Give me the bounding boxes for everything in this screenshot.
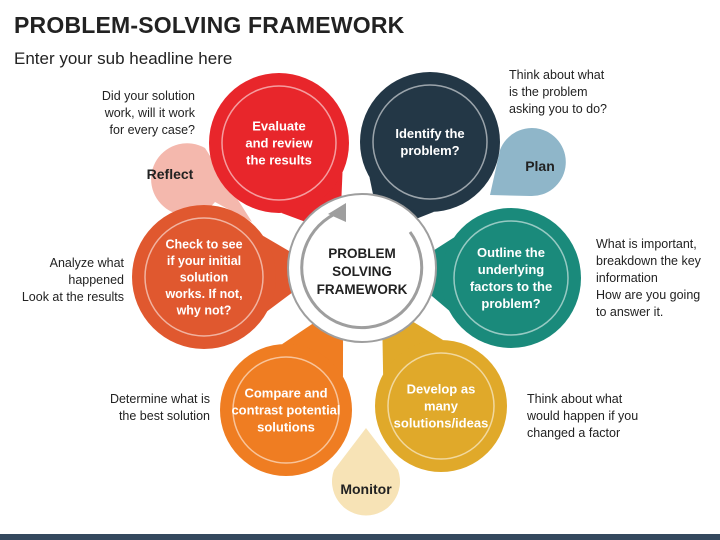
center-line-3: FRAMEWORK [317, 282, 408, 297]
step-check-text-line: Check to see [165, 237, 242, 251]
note-develop: Think about what would happen if you cha… [527, 392, 639, 440]
step-compare-text-line: Compare and [244, 386, 327, 401]
step-compare-inner [232, 356, 340, 464]
step-check: Check to see if your initial solution works… [132, 205, 323, 349]
step-check-text-line: why not? [176, 303, 232, 317]
step-develop-text-line: solutions/ideas [394, 416, 489, 431]
center-line-1: PROBLEM [328, 246, 396, 261]
note-identify: Think about what is the problem asking y… [509, 68, 607, 116]
drop-reflect-label: Reflect [147, 166, 194, 182]
center-hub: PROBLEM SOLVING FRAMEWORK [287, 193, 437, 343]
step-develop-inner [387, 352, 495, 460]
note-compare: Determine what is the best solution [109, 392, 210, 423]
step-develop-text-line: many [424, 399, 459, 414]
step-evaluate-text-line: the results [246, 153, 312, 168]
step-evaluate-inner [221, 85, 337, 201]
page-title: PROBLEM-SOLVING FRAMEWORK [14, 12, 405, 38]
note-outline: What is important, breakdown the key inf… [596, 237, 701, 319]
drop-monitor: Monitor [332, 428, 400, 516]
step-compare-text-line: contrast potential [231, 403, 340, 418]
step-compare: Compare and contrast potential solutions [220, 303, 352, 476]
bottom-bar [0, 534, 720, 540]
drop-plan-label: Plan [525, 158, 555, 174]
step-outline-inner [453, 220, 569, 336]
drop-monitor-shape [332, 428, 400, 516]
step-identify-text-line: problem? [400, 143, 459, 158]
step-outline-text-line: Outline the [477, 245, 545, 260]
step-compare-text-line: solutions [257, 420, 315, 435]
drop-reflect: Reflect [147, 143, 252, 222]
step-check-text-line: works. If not, [164, 287, 242, 301]
note-evaluate: Did your solution work, will it work for… [101, 89, 195, 137]
center-line-2: SOLVING [332, 264, 392, 279]
step-develop: Develop as many solutions/ideas [375, 302, 507, 472]
center-background [287, 193, 437, 343]
step-check-text-line: solution [180, 270, 229, 284]
step-evaluate-text-line: Evaluate [252, 119, 305, 134]
drop-plan-shape [490, 128, 566, 197]
page-subtitle: Enter your sub headline here [14, 49, 233, 68]
step-check-inner [144, 217, 264, 337]
step-identify-inner [372, 84, 488, 200]
step-check-text-line: if your initial [167, 254, 241, 268]
center-cycle-arc [300, 208, 424, 330]
note-check: Analyze what happened Look at the result… [21, 256, 124, 304]
drop-plan: Plan [490, 128, 566, 197]
step-outline-text-line: factors to the [470, 279, 552, 294]
step-outline-text-line: underlying [478, 262, 545, 277]
step-evaluate-text-line: and review [245, 136, 313, 151]
step-identify-text-line: Identify the [395, 126, 464, 141]
step-develop-text-line: Develop as [407, 382, 476, 397]
drop-reflect-shape [151, 143, 252, 222]
center-cycle-arrowhead [328, 203, 346, 222]
step-outline-text-line: problem? [481, 296, 540, 311]
drop-monitor-label: Monitor [340, 481, 392, 497]
